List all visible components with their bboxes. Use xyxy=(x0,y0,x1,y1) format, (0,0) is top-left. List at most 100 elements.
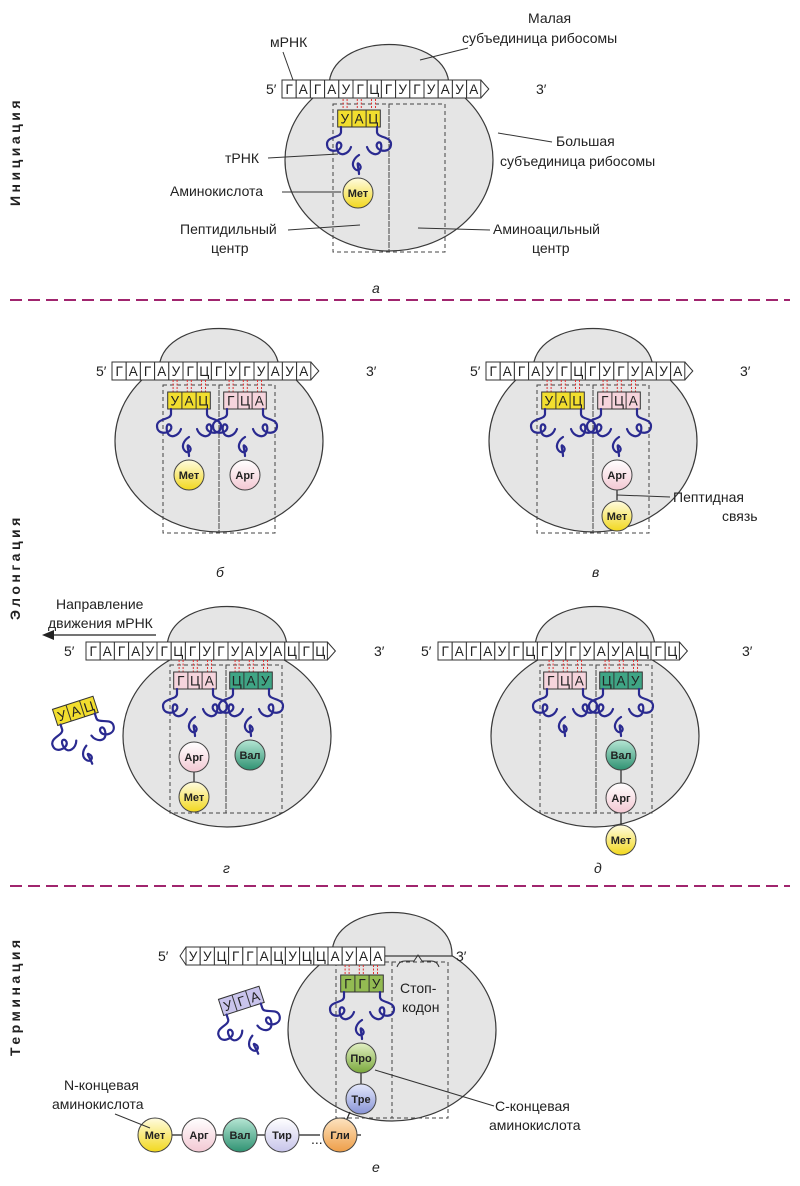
nucleotide: У xyxy=(659,364,668,379)
nucleotide: У xyxy=(398,82,407,97)
large-subunit xyxy=(122,644,332,828)
anticodon-box xyxy=(597,391,641,410)
amino-acid-gly: Гли xyxy=(322,1117,358,1153)
nucleotide: Г xyxy=(569,644,577,659)
stop-codon-brace xyxy=(396,954,440,968)
nucleotide: У xyxy=(342,82,351,97)
nucleotide: У xyxy=(203,949,212,964)
anticodon-box xyxy=(337,109,381,128)
nucleotide: Г xyxy=(144,364,152,379)
nucleotide: Ц xyxy=(639,644,649,659)
anticodon-box xyxy=(543,671,587,690)
nucleotide: У xyxy=(189,949,198,964)
amino-acid-circle xyxy=(229,459,261,491)
anticodon-base: А xyxy=(184,394,193,409)
amino-acid-met: Мет xyxy=(173,459,205,491)
nucleotide: У xyxy=(583,644,592,659)
nucleotide: Г xyxy=(243,364,251,379)
nucleotide: У xyxy=(498,644,507,659)
trna-cloverleaf xyxy=(217,687,285,738)
nucleotide: Г xyxy=(385,82,393,97)
amino-acid-circle xyxy=(264,1117,300,1153)
large-subunit xyxy=(287,938,497,1122)
leader-line xyxy=(417,227,491,231)
nucleotide-cell xyxy=(312,641,328,661)
trna-body xyxy=(585,407,653,458)
anticodon-base: У xyxy=(631,674,640,689)
anticodon-base: Г xyxy=(227,394,235,409)
large-subunit-label-2: субъединица рибосомы xyxy=(500,153,655,169)
strand-break xyxy=(327,641,337,661)
anticodon-base: Г xyxy=(358,977,366,992)
nucleotide: А xyxy=(359,949,368,964)
amino-acid-arg: Арг xyxy=(605,782,637,814)
leader-line xyxy=(374,1069,495,1107)
amino-acid-label: Арг xyxy=(235,470,255,482)
anticodon-base: А xyxy=(69,703,82,720)
ribosome-site xyxy=(539,664,597,814)
peptidyl-center-label: Пептидильный xyxy=(180,221,277,237)
large-subunit-label: Большая xyxy=(556,133,615,149)
amino-acid-circle xyxy=(601,459,633,491)
strand-break xyxy=(480,79,490,99)
nucleotide: А xyxy=(645,364,654,379)
anticodon-base: Ц xyxy=(560,674,570,689)
nucleotide: А xyxy=(271,364,280,379)
strand-break xyxy=(684,361,694,381)
ribosome-site xyxy=(391,961,449,1119)
amino-acid-circle xyxy=(342,177,374,209)
amino-acid-thr: Тре xyxy=(345,1083,377,1115)
leader-line xyxy=(287,224,361,231)
nucleotide: Ц xyxy=(302,949,312,964)
small-subunit xyxy=(158,327,280,373)
amino-acid-circle xyxy=(173,459,205,491)
anticodon-box xyxy=(223,391,267,410)
trna-cloverleaf xyxy=(585,407,653,458)
peptide-bond-label-2: связь xyxy=(722,508,758,524)
leader-line xyxy=(497,132,553,143)
small-subunit-label: Малая xyxy=(528,10,571,26)
nucleotide: Г xyxy=(654,644,662,659)
trna-cloverleaf xyxy=(328,990,396,1041)
amino-acid-label: Арг xyxy=(607,470,627,482)
stop-codon-label: Стоп- xyxy=(400,980,437,996)
trna-label: тРНК xyxy=(225,150,260,166)
leader-line xyxy=(616,494,671,498)
nucleotide: Ц xyxy=(525,644,535,659)
section-title-initiation: Инициация xyxy=(7,97,23,206)
nucleotide: У xyxy=(427,82,436,97)
small-subunit xyxy=(534,605,656,651)
nucleotide: У xyxy=(546,364,555,379)
anticodon-base: Ц xyxy=(368,112,378,127)
anticodon-divider xyxy=(231,994,238,1012)
anticodon-base: Ц xyxy=(82,698,96,715)
amino-acid-circle xyxy=(605,739,637,771)
nucleotide: Ц xyxy=(273,949,283,964)
amino-acid-circle xyxy=(605,824,637,856)
nucleotide: Г xyxy=(589,364,597,379)
amino-acid-label: Гли xyxy=(330,1130,349,1142)
nucleotide: Г xyxy=(186,364,194,379)
trna-cloverleaf xyxy=(587,687,655,738)
amino-acid-circle xyxy=(234,739,266,771)
anticodon-base: Г xyxy=(344,977,352,992)
amino-acid-label: Вал xyxy=(229,1130,250,1142)
three-prime-label: 3′ xyxy=(366,363,377,379)
five-prime-label: 5′ xyxy=(266,81,277,97)
nucleotide: У xyxy=(631,364,640,379)
small-subunit xyxy=(166,605,288,651)
nucleotide: Г xyxy=(518,364,526,379)
anticodon-base: А xyxy=(255,394,264,409)
nucleotide: А xyxy=(157,364,166,379)
